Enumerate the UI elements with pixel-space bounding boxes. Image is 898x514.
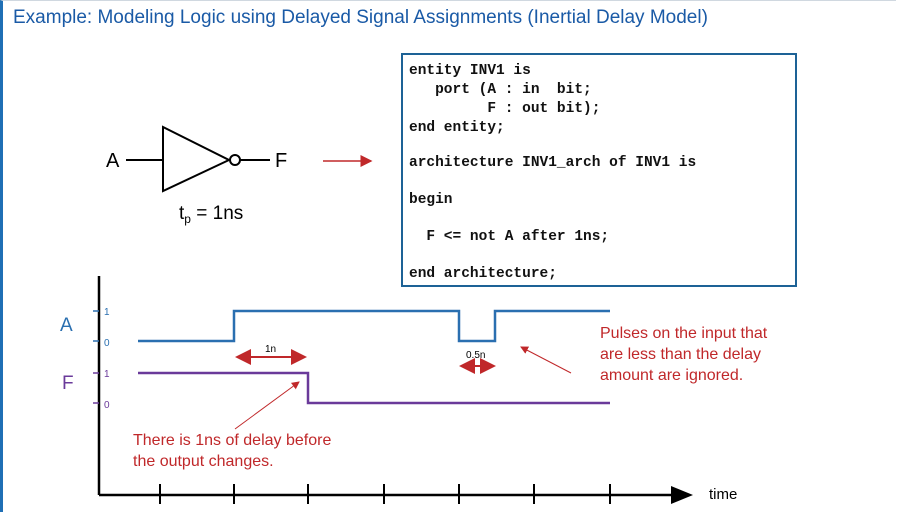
pulses-annotation-arrow	[520, 346, 572, 374]
signal-a-tick-0: 0	[104, 338, 110, 349]
code-line: architecture INV1_arch of INV1 is	[409, 155, 697, 171]
svg-text:There is 1ns of delay before: There is 1ns of delay before	[133, 432, 331, 449]
delay-1n-label: 1n	[265, 344, 276, 355]
code-line: begin	[409, 192, 453, 208]
code-line: F <= not A after 1ns;	[409, 229, 610, 245]
svg-text:Pulses on the input that: Pulses on the input that	[600, 325, 768, 342]
signal-a: A 1 0	[60, 307, 610, 349]
svg-text:are less than the delay: are less than the delay	[600, 346, 761, 363]
signal-f: F 1 0	[62, 369, 610, 411]
inverter-gate: A F tp = 1ns	[106, 125, 287, 226]
gate-triangle	[162, 125, 232, 193]
vhdl-code-box: entity INV1 is port (A : in bit; F : out…	[401, 53, 797, 287]
code-line: F : out bit);	[409, 101, 601, 117]
gate-input-label: A	[106, 150, 120, 172]
code-line: end entity;	[409, 120, 505, 136]
code-line: entity INV1 is	[409, 63, 531, 79]
signal-f-tick-0: 0	[104, 400, 110, 411]
signal-f-tick-1: 1	[104, 369, 110, 380]
signal-f-waveform	[138, 371, 610, 405]
gate-output-label: F	[275, 150, 287, 172]
svg-text:amount are ignored.: amount are ignored.	[600, 367, 743, 384]
code-line: port (A : in bit;	[409, 82, 592, 98]
delay-05n-marker: 0.5n	[459, 350, 496, 374]
gate-bubble	[229, 154, 241, 166]
delay-annotation-arrow	[234, 381, 300, 430]
delay-1n-marker: 1n	[235, 344, 307, 365]
signal-a-label: A	[60, 315, 73, 336]
gate-delay-label: tp = 1ns	[179, 203, 243, 226]
signal-f-label: F	[62, 373, 74, 394]
time-axis-arrow	[671, 486, 693, 504]
signal-a-tick-1: 1	[104, 307, 110, 318]
timing-axes: time	[97, 276, 737, 504]
time-axis-label: time	[709, 486, 737, 503]
diagram-canvas: A F tp = 1ns	[60, 125, 768, 504]
delay-annotation: There is 1ns of delay before the output …	[133, 432, 331, 470]
pulses-annotation: Pulses on the input that are less than t…	[600, 325, 768, 384]
delay-05n-label: 0.5n	[466, 350, 485, 361]
time-ticks	[159, 484, 611, 504]
signal-a-waveform	[138, 309, 610, 343]
svg-text:the output changes.: the output changes.	[133, 453, 274, 470]
code-line: end architecture;	[409, 266, 557, 282]
slide-title: Example: Modeling Logic using Delayed Si…	[13, 7, 708, 28]
